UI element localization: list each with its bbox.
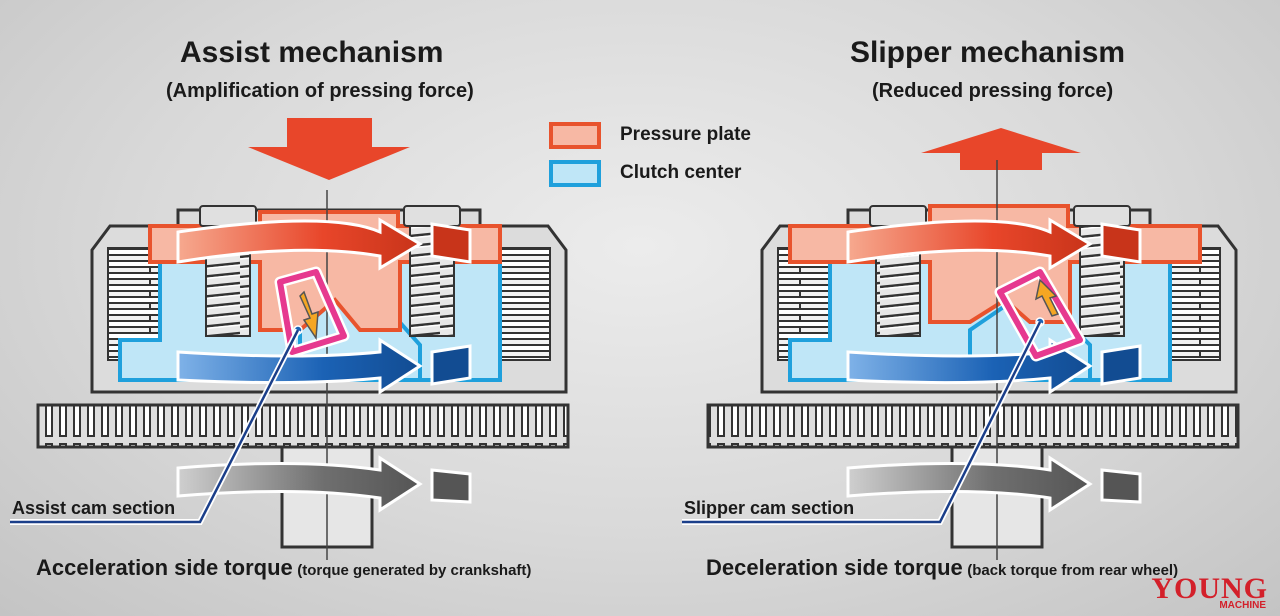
assist-subtitle: (Amplification of pressing force) [166,80,474,102]
cam-force-arrow [299,290,319,341]
assist-cam-label: Assist cam section [12,498,176,518]
acceleration-torque-caption: Acceleration side torque (torque generat… [36,555,531,581]
pressure-plate-swatch [549,122,601,149]
rotation-arrow-gray [176,455,423,513]
young-machine-logo: YOUNG [1151,572,1268,605]
slipper-title: Slipper mechanism [850,36,1126,69]
slipper-assembly [682,128,1240,560]
rotation-arrow-gray [846,455,1093,513]
legend-clutch-center: Clutch center [620,162,742,183]
cam-force-arrow [1034,278,1060,317]
press-down-arrow [248,118,410,180]
slipper-cam-label: Slipper cam section [684,498,855,518]
deceleration-torque-caption: Deceleration side torque (back torque fr… [706,555,1178,581]
clutch-center-swatch [549,160,601,187]
acceleration-torque-note: (torque generated by crankshaft) [297,562,532,579]
acceleration-torque-label: Acceleration side torque [36,555,293,580]
rotation-arrow-blue [176,337,423,395]
deceleration-torque-note: (back torque from rear wheel) [967,562,1179,579]
assist-assembly [10,118,570,560]
primary-gear [36,403,570,449]
rotation-arrow-blue [846,337,1093,395]
legend-pressure-plate: Pressure plate [620,124,751,145]
primary-gear [706,403,1240,449]
rotation-arrow-red [846,217,1093,271]
deceleration-torque-label: Deceleration side torque [706,555,963,580]
slipper-subtitle: (Reduced pressing force) [872,80,1114,102]
release-up-arrow [921,128,1081,170]
assist-title: Assist mechanism [180,36,444,69]
rotation-arrow-red [176,217,423,271]
young-machine-logo-sub: MACHINE [1219,600,1266,611]
